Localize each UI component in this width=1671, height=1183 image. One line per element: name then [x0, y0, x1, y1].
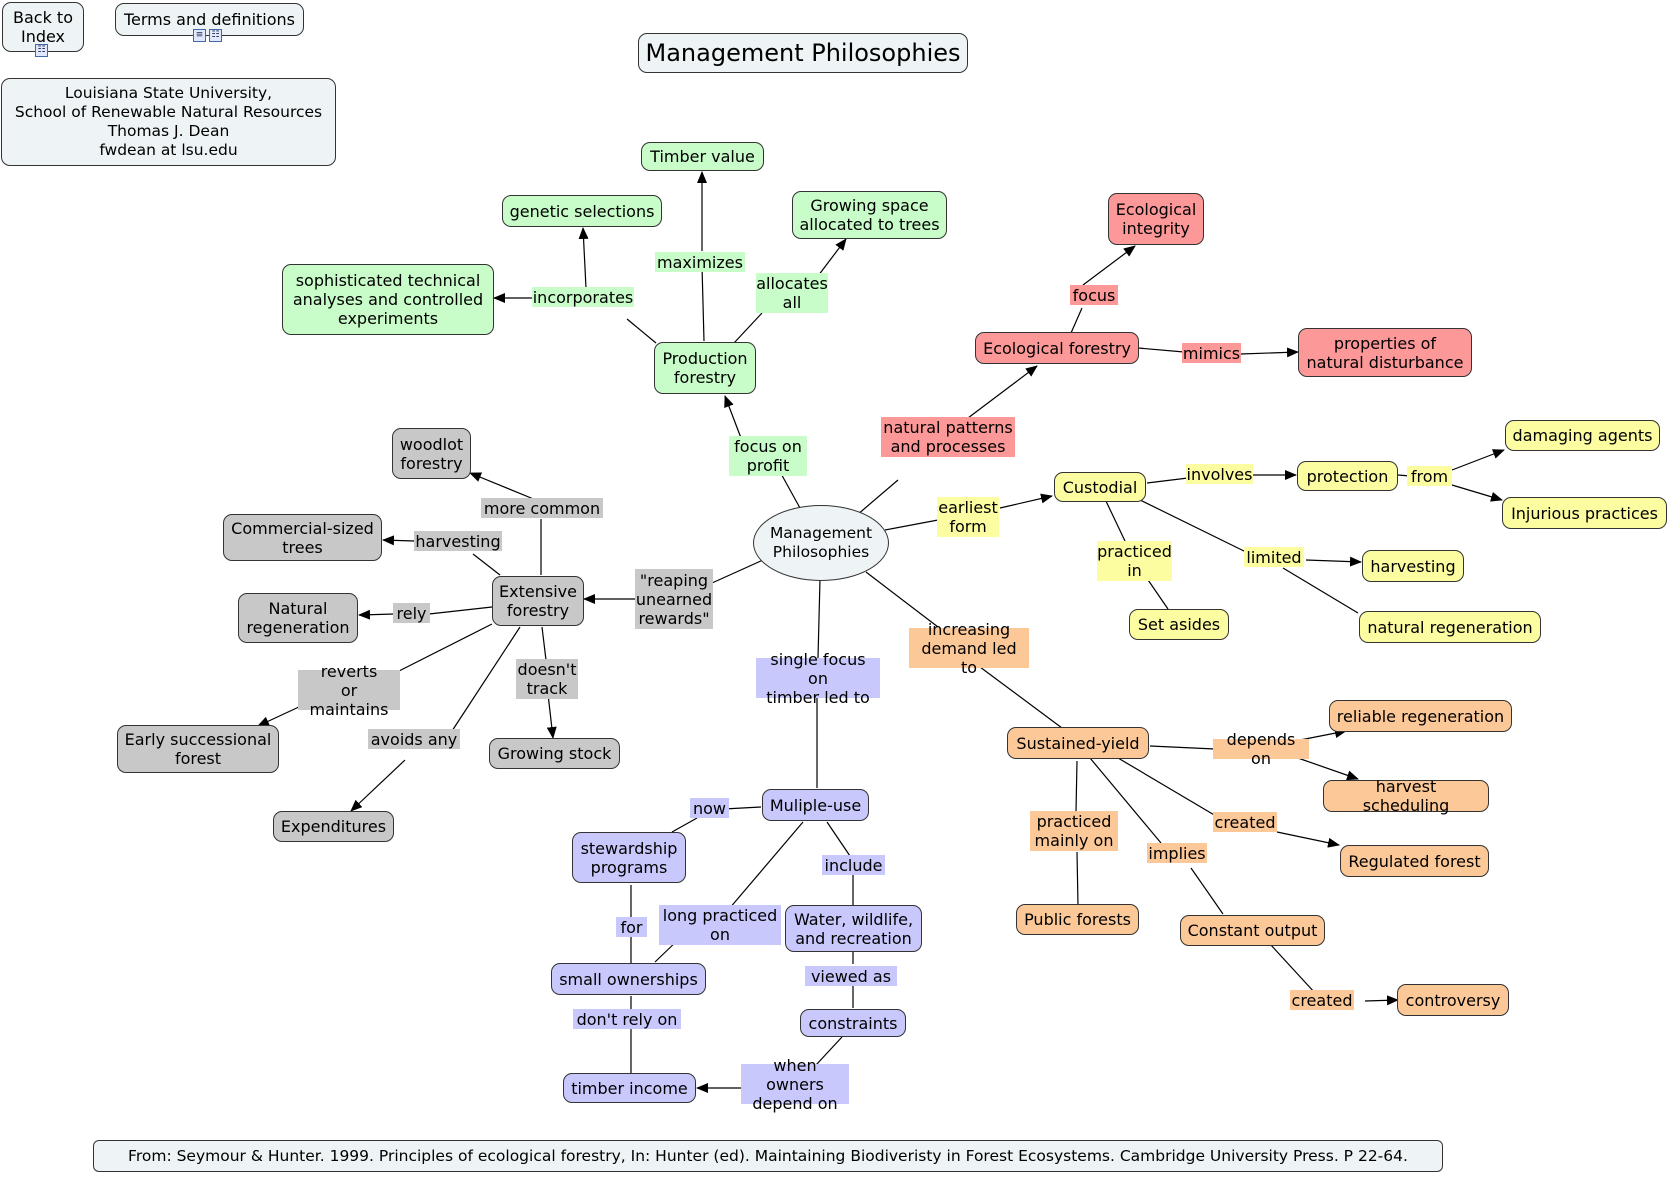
concept-ecological-forestry[interactable]: Ecological forestry	[975, 332, 1139, 364]
concept-expenditures[interactable]: Expenditures	[273, 811, 394, 842]
concept-timber-income[interactable]: timber income	[563, 1073, 696, 1103]
terms-links: ≡ ☷	[193, 29, 222, 42]
terms-and-definitions-label: Terms and definitions	[123, 10, 296, 29]
link-depends-on: depends on	[1213, 730, 1309, 768]
concept-natural-regeneration-extensive[interactable]: Natural regeneration	[238, 593, 358, 643]
concept-natural-regeneration-custodial[interactable]: natural regeneration	[1359, 611, 1541, 643]
concept-ecological-integrity[interactable]: Ecological integrity	[1108, 193, 1204, 245]
concept-early-successional-forest[interactable]: Early successional forest	[117, 725, 279, 773]
link-for: for	[616, 917, 647, 937]
link-reaping-unearned-rewards: "reaping unearned rewards"	[635, 569, 713, 629]
concept-natural-disturbance[interactable]: properties of natural disturbance	[1298, 328, 1472, 377]
concept-woodlot-forestry[interactable]: woodlot forestry	[392, 428, 471, 479]
link-earliest-form: earliest form	[937, 497, 999, 537]
link-allocates-all: allocates all	[756, 273, 828, 313]
concept-growing-stock[interactable]: Growing stock	[489, 738, 620, 769]
concept-constant-output[interactable]: Constant output	[1180, 915, 1325, 946]
concept-injurious-practices[interactable]: Injurious practices	[1502, 497, 1667, 529]
link-doesnt-track: doesn't track	[516, 659, 578, 699]
source-citation: From: Seymour & Hunter. 1999. Principles…	[93, 1140, 1443, 1172]
link-maximizes: maximizes	[655, 252, 745, 272]
concept-sophisticated-analyses[interactable]: sophisticated technical analyses and con…	[282, 264, 494, 335]
link-more-common: more common	[481, 498, 603, 518]
link-created-regulated: created	[1213, 812, 1277, 832]
document-icon[interactable]: ≡	[193, 29, 206, 42]
link-viewed-as: viewed as	[805, 966, 897, 986]
concept-stewardship-programs[interactable]: stewardship programs	[572, 832, 686, 883]
link-natural-patterns: natural patterns and processes	[881, 417, 1015, 457]
concept-reliable-regeneration[interactable]: reliable regeneration	[1329, 700, 1512, 732]
link-focus-on-profit: focus on profit	[729, 436, 807, 476]
link-avoids-any: avoids any	[368, 729, 460, 749]
concept-controversy[interactable]: controversy	[1397, 984, 1509, 1016]
concept-water-wildlife-recreation[interactable]: Water, wildlife, and recreation	[785, 905, 922, 952]
link-when-owners-depend-on: when owners depend on	[741, 1056, 849, 1113]
back-to-index-label: Back to Index	[13, 8, 73, 46]
concept-public-forests[interactable]: Public forests	[1016, 904, 1139, 935]
back-to-index-button[interactable]: Back to Index	[2, 2, 84, 52]
concept-genetic-selections[interactable]: genetic selections	[502, 195, 662, 227]
concept-set-asides[interactable]: Set asides	[1129, 609, 1229, 640]
link-focus: focus	[1070, 285, 1118, 305]
concept-small-ownerships[interactable]: small ownerships	[551, 963, 706, 995]
link-involves: involves	[1186, 464, 1253, 484]
concept-management-philosophies[interactable]: Management Philosophies	[753, 505, 889, 581]
link-include: include	[822, 855, 885, 875]
link-reverts-or-maintains: reverts or maintains	[298, 662, 400, 719]
concept-growing-space[interactable]: Growing space allocated to trees	[792, 191, 947, 239]
concept-protection[interactable]: protection	[1297, 461, 1398, 491]
link-incorporates: incorporates	[532, 287, 634, 307]
link-practiced-mainly-on: practiced mainly on	[1030, 811, 1118, 851]
credits-box: Louisiana State University, School of Re…	[1, 78, 336, 166]
concept-harvest-scheduling[interactable]: harvest scheduling	[1323, 777, 1489, 815]
link-practiced-in: practiced in	[1097, 541, 1172, 581]
concept-map-icon[interactable]: ☷	[35, 44, 48, 57]
back-to-index-links: ☷	[35, 44, 48, 57]
concept-sustained-yield[interactable]: Sustained-yield	[1007, 727, 1149, 759]
link-now: now	[690, 798, 729, 818]
concept-regulated-forest[interactable]: Regulated forest	[1340, 845, 1489, 877]
concept-harvesting-custodial[interactable]: harvesting	[1362, 550, 1464, 582]
concept-production-forestry[interactable]: Production forestry	[654, 342, 756, 394]
link-increasing-demand: increasing demand led to	[909, 620, 1029, 677]
concept-extensive-forestry[interactable]: Extensive forestry	[492, 576, 584, 626]
link-long-practiced-on: long practiced on	[659, 905, 781, 945]
link-created-controversy: created	[1290, 990, 1354, 1010]
concept-timber-value[interactable]: Timber value	[641, 142, 764, 171]
concept-damaging-agents[interactable]: damaging agents	[1505, 420, 1660, 451]
concept-muliple-use[interactable]: Muliple-use	[762, 789, 869, 821]
link-from: from	[1407, 466, 1452, 486]
link-dont-rely-on: don't rely on	[573, 1009, 681, 1029]
link-limited: limited	[1244, 547, 1304, 567]
link-rely: rely	[393, 603, 430, 623]
concept-map-icon[interactable]: ☷	[209, 29, 222, 42]
concept-commercial-trees[interactable]: Commercial-sized trees	[223, 514, 382, 561]
page-title: Management Philosophies	[638, 33, 968, 73]
link-mimics: mimics	[1182, 343, 1241, 363]
concept-custodial[interactable]: Custodial	[1054, 472, 1146, 502]
link-harvesting: harvesting	[414, 531, 502, 551]
link-implies: implies	[1147, 843, 1207, 863]
link-single-focus: single focus on timber led to	[756, 650, 880, 707]
concept-constraints[interactable]: constraints	[800, 1009, 906, 1037]
